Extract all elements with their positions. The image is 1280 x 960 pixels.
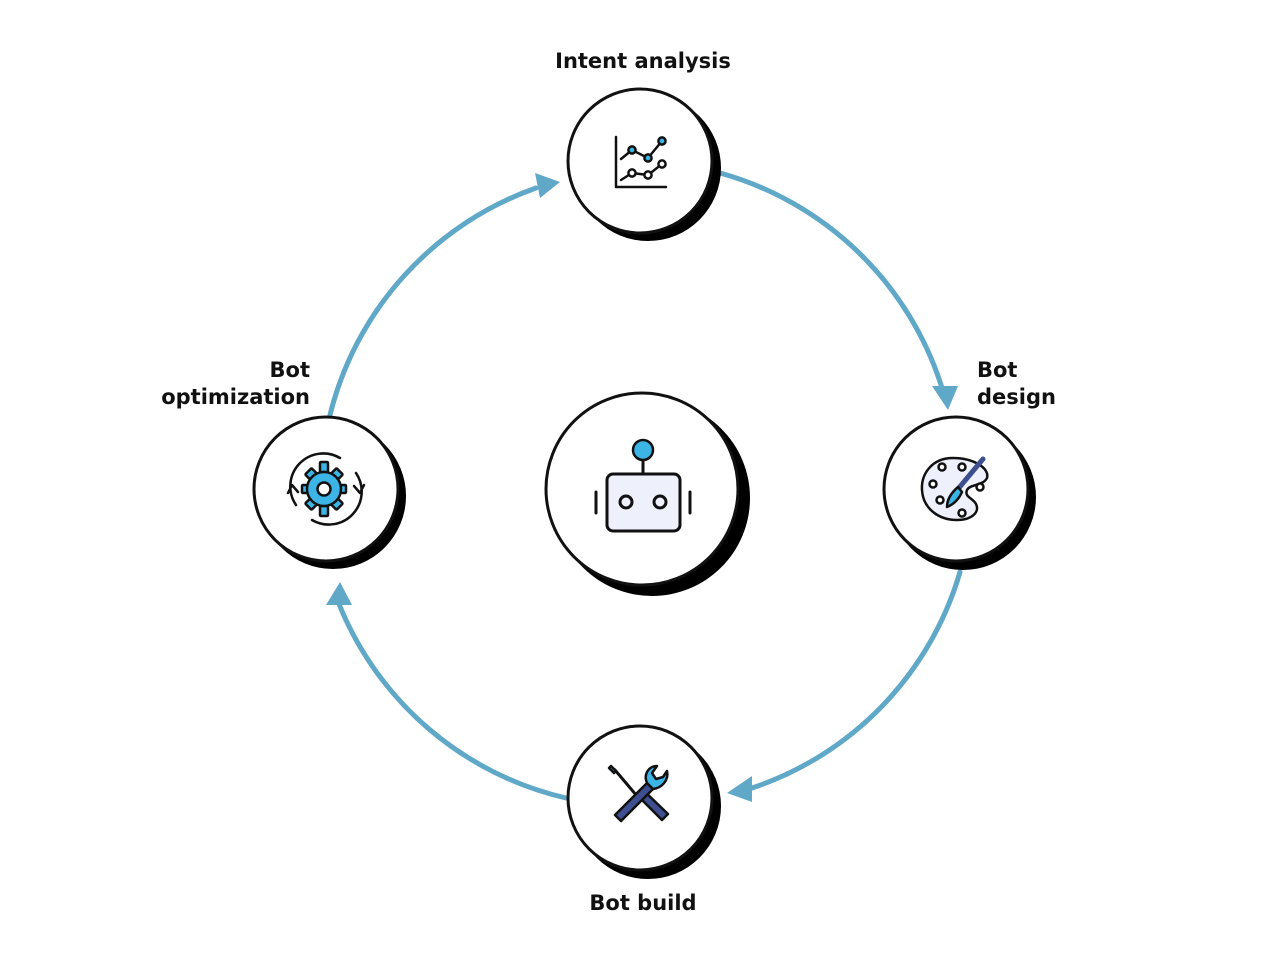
arrowhead-build [727,776,752,802]
stage-label-build: Bot build [470,890,816,917]
arrowhead-intent [535,173,560,198]
stage-node-circle [566,87,714,235]
stage-label-design: Bot design [977,357,1056,411]
stage-node-build [566,724,721,879]
robot-icon [594,438,692,533]
arrow-intent-to-design [717,170,945,391]
paint-palette-icon [920,456,989,522]
arrow-design-to-build [749,569,963,791]
stage-label-intent: Intent analysis [470,48,816,75]
stage-node-optimization [252,415,406,569]
stage-label-line: design [977,385,1056,409]
gear-refresh-icon [286,452,366,526]
line-chart-icon [614,135,668,189]
arrow-build-to-optimization [336,601,569,801]
cycle-arrows [327,170,963,801]
stage-label-line: Bot [269,358,310,382]
stage-label-line: Intent analysis [555,49,731,73]
stage-node-design [882,415,1036,570]
stage-label-line: optimization [161,385,310,409]
stage-label-line: Bot build [589,891,697,915]
arrowhead-design [932,386,958,410]
center-node [544,391,750,596]
stage-node-intent [566,87,721,241]
arrowheads [326,173,958,802]
stage-label-line: Bot [977,358,1018,382]
arrow-optimization-to-intent [327,185,539,418]
arrowhead-optimization [326,582,352,605]
tools-icon [607,764,670,823]
stage-label-optimization: Bot optimization [110,357,310,411]
